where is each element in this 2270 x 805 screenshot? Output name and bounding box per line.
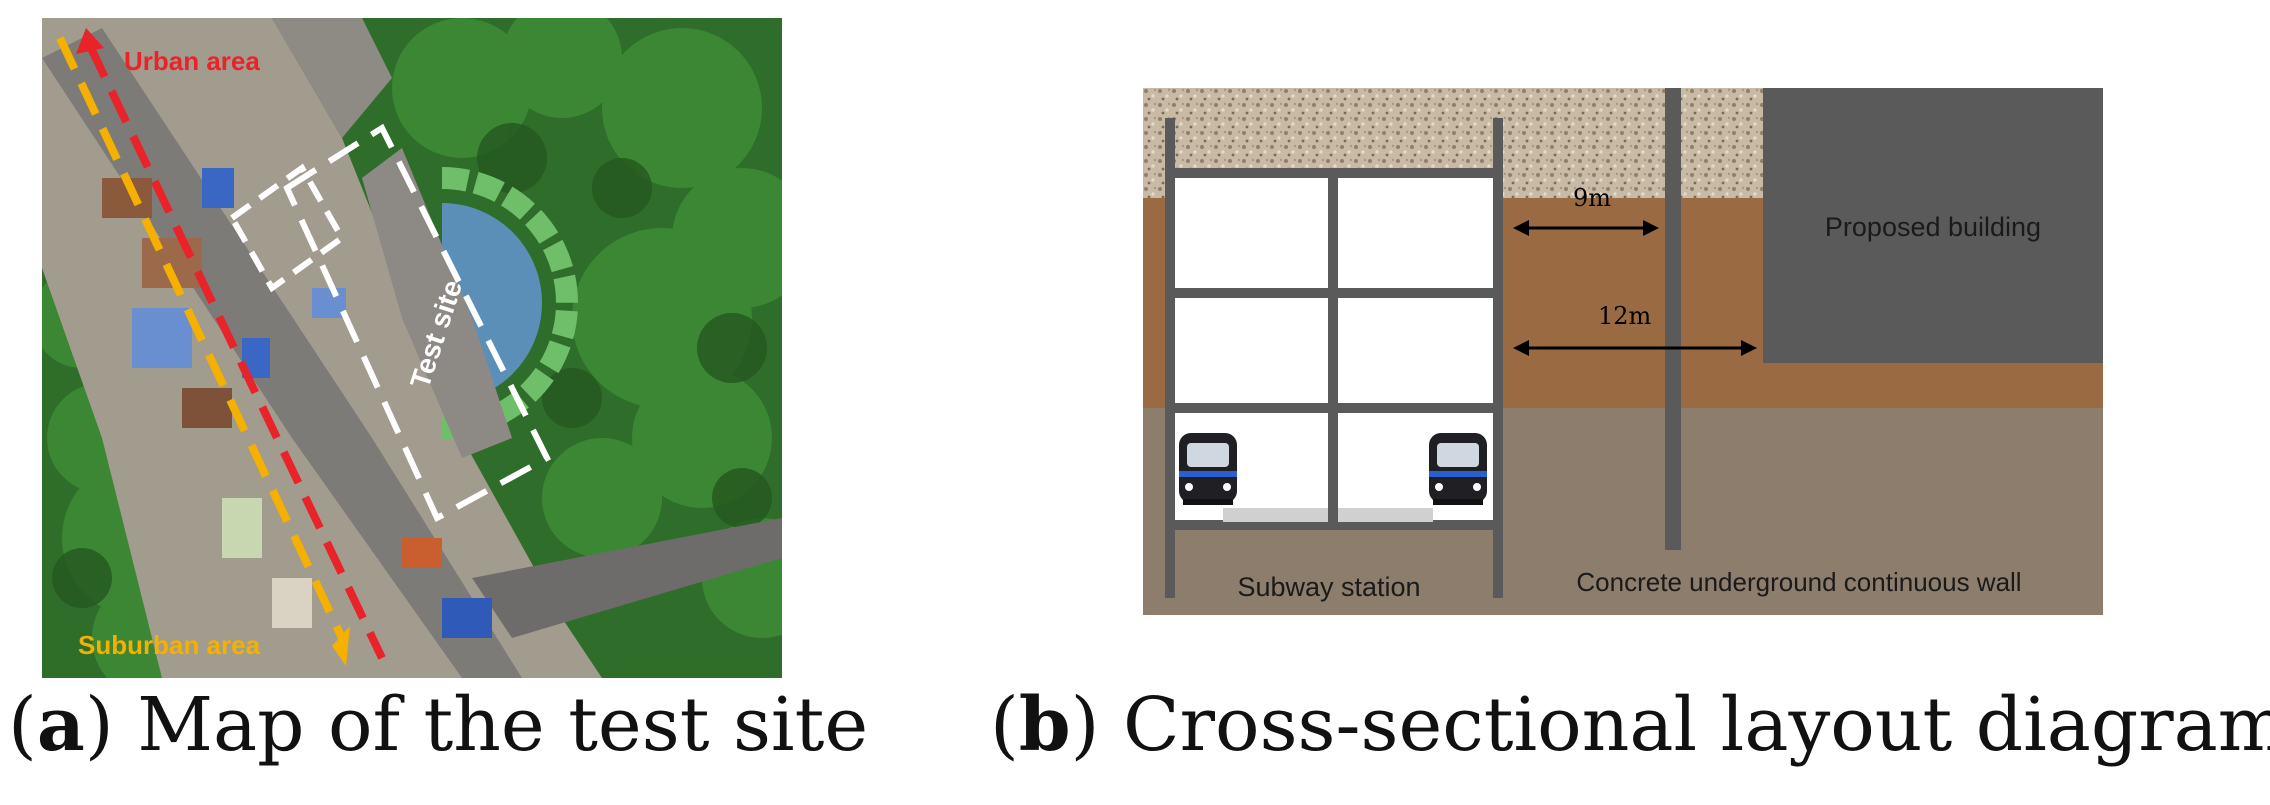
cross-section-svg: Proposed building	[1143, 88, 2103, 615]
train-icon	[1429, 433, 1487, 505]
caption-b-letter: b	[1018, 682, 1071, 768]
dimension-12m	[1513, 340, 1757, 356]
dimension-12m-label: 12m	[1598, 302, 1652, 330]
satellite-image: Urban area Suburban area Test site	[42, 18, 782, 678]
test-site-map: Urban area Suburban area Test site	[42, 18, 782, 678]
caption-a-text: Map of the test site	[137, 682, 869, 768]
train-icon	[1179, 433, 1237, 505]
suburban-area-label: Suburban area	[78, 630, 261, 660]
caption-a: (a) Map of the test site	[8, 682, 869, 768]
continuous-wall	[1665, 88, 1681, 550]
cross-section-diagram: Proposed building	[1143, 88, 2103, 615]
caption-b: (b) Cross-sectional layout diagram	[990, 688, 2270, 762]
suburban-direction-line	[56, 36, 346, 640]
caption-b-text: Cross-sectional layout diagram	[1123, 682, 2270, 768]
wall-label: Concrete underground continuous wall	[1576, 567, 2021, 597]
test-site-boundary	[283, 123, 551, 523]
urban-area-label: Urban area	[124, 46, 260, 76]
dimension-9m-label: 9m	[1573, 184, 1611, 212]
proposed-building-label: Proposed building	[1825, 212, 2041, 242]
dimension-9m	[1513, 220, 1659, 236]
proposed-building	[1763, 88, 2103, 363]
urban-arrow-icon	[76, 28, 104, 54]
subway-station	[1165, 118, 1503, 608]
urban-direction-line	[86, 44, 386, 660]
subway-station-label: Subway station	[1237, 572, 1420, 602]
caption-a-letter: a	[36, 682, 85, 768]
suburban-arrow-icon	[332, 626, 350, 666]
